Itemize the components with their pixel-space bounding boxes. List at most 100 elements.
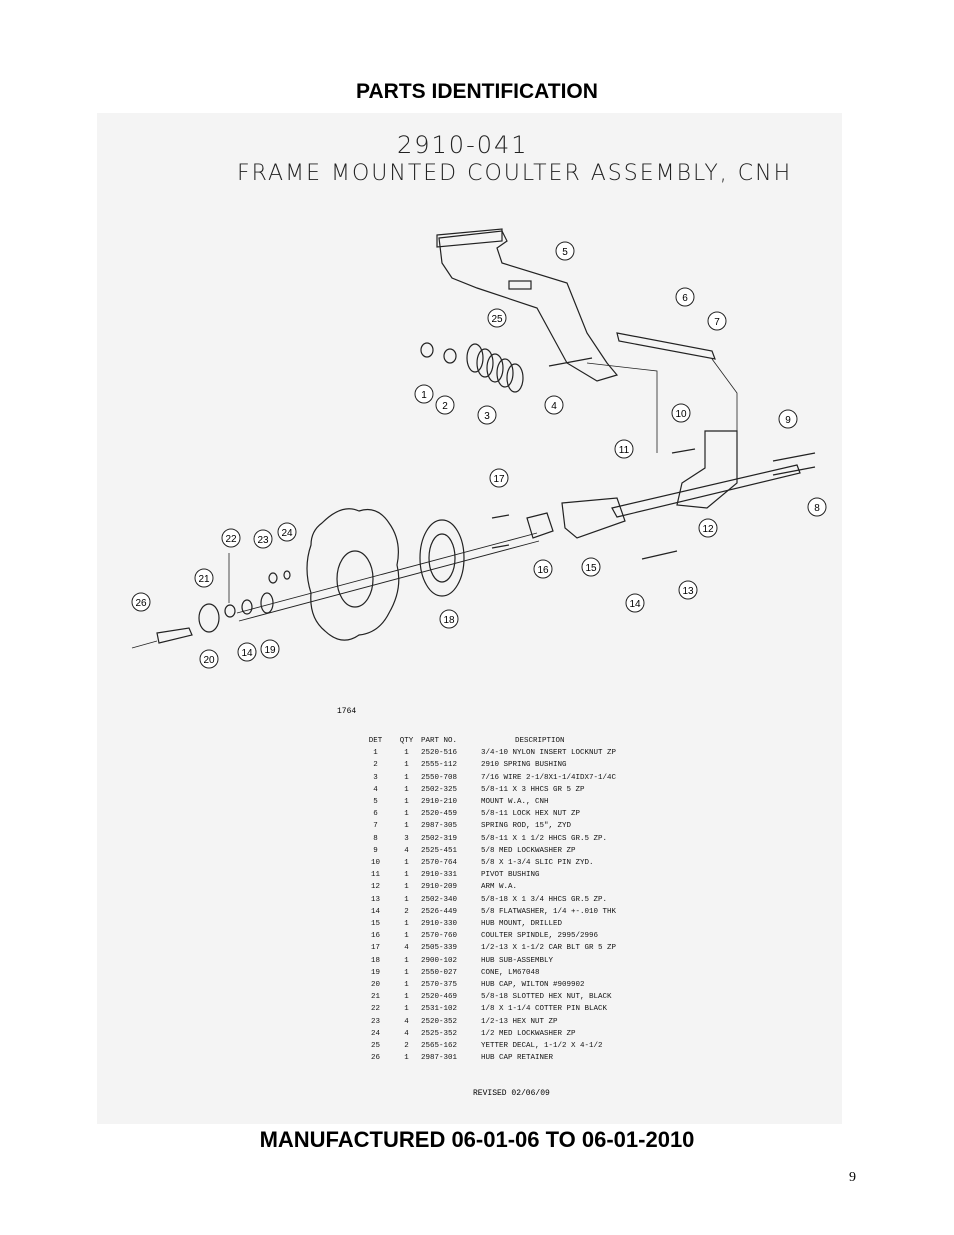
table-cell: 1 (404, 1005, 409, 1014)
bolt (491, 514, 510, 519)
callout-12: 12 (698, 518, 718, 538)
table-cell: 2565-162 (421, 1042, 458, 1051)
callout-3: 3 (477, 405, 497, 425)
svg-text:14: 14 (241, 648, 253, 659)
table-cell: 2910-330 (421, 920, 458, 929)
svg-text:25: 25 (491, 314, 503, 325)
table-cell: 4 (404, 944, 409, 953)
table-cell: 16 (370, 932, 380, 941)
manufacture-date-range: MANUFACTURED 06-01-06 TO 06-01-2010 (259, 1127, 695, 1152)
table-cell: 20 (370, 981, 380, 990)
table-cell: 2525-352 (421, 1029, 458, 1038)
table-cell: HUB SUB-ASSEMBLY (481, 956, 554, 965)
spring-bushing (443, 348, 457, 364)
table-cell: 25 (370, 1042, 380, 1051)
table-cell: 9 (373, 846, 378, 855)
table-cell: 1 (404, 993, 409, 1002)
spindle-shaft (238, 540, 540, 622)
svg-text:18: 18 (443, 615, 455, 626)
table-cell: 1 (404, 822, 409, 831)
svg-text:16: 16 (537, 565, 549, 576)
table-cell: YETTER DECAL, 1-1/2 X 4-1/2 (481, 1042, 603, 1051)
svg-text:24: 24 (281, 528, 293, 539)
callout-9: 9 (778, 409, 798, 429)
arm (676, 430, 738, 509)
callout-16: 16 (533, 559, 553, 579)
table-cell: 1 (404, 749, 409, 758)
table-cell: 2502-319 (421, 834, 458, 843)
table-cell: 3/4-10 NYLON INSERT LOCKNUT ZP (481, 749, 617, 758)
page-number: 9 (849, 1170, 856, 1185)
column-header: QTY (399, 737, 414, 745)
callout-25: 25 (487, 308, 507, 328)
bolt (641, 550, 678, 560)
table-cell: 10 (370, 859, 380, 868)
table-cell: 5/8-11 X 3 HHCS GR 5 ZP (481, 785, 585, 794)
table-cell: ARM W.A. (481, 883, 518, 892)
svg-text:13: 13 (682, 586, 694, 597)
table-cell: 24 (370, 1029, 380, 1038)
table-cell: PIVOT BUSHING (481, 871, 540, 880)
hex-nut (268, 572, 278, 584)
bolt (772, 452, 816, 462)
svg-text:26: 26 (135, 598, 147, 609)
callout-18: 18 (439, 609, 459, 629)
arm-bar (611, 464, 801, 518)
svg-text:22: 22 (225, 534, 237, 545)
table-cell: HUB CAP RETAINER (481, 1054, 554, 1063)
callout-21: 21 (194, 568, 214, 588)
callout-14: 14 (625, 593, 645, 613)
table-cell: 2 (373, 761, 378, 770)
drawing-title: FRAME MOUNTED COULTER ASSEMBLY, CNH (237, 161, 793, 186)
spring (466, 343, 524, 393)
callouts: 1 2 3 4 5 6 7 8 9 10 11 12 13 14 15 16 1… (131, 241, 827, 669)
spring-rod (616, 332, 716, 360)
table-cell: 4 (373, 785, 378, 794)
table-cell: 1 (404, 920, 409, 929)
table-cell: 2910-331 (421, 871, 458, 880)
table-cell: 15 (370, 920, 380, 929)
svg-text:14: 14 (629, 599, 641, 610)
slotted-nut (224, 604, 236, 618)
locknut (420, 342, 434, 358)
table-cell: 1 (404, 785, 409, 794)
table-cell: 1 (404, 895, 409, 904)
table-cell: 5/8-11 X 1 1/2 HHCS GR.5 ZP. (481, 834, 608, 843)
callout-7: 7 (707, 311, 727, 331)
table-cell: 5/8-18 X 1 3/4 HHCS GR.5 ZP. (481, 895, 608, 904)
callout-17: 17 (489, 468, 509, 488)
callout-2: 2 (435, 395, 455, 415)
mount-bracket-plate (436, 228, 503, 248)
callout-20: 20 (199, 649, 219, 669)
callout-6: 6 (675, 287, 695, 307)
table-cell: 1/2-13 X 1-1/2 CAR BLT GR 5 ZP (481, 944, 617, 953)
callout-15: 15 (581, 557, 601, 577)
table-cell: COULTER SPINDLE, 2995/2996 (481, 932, 599, 941)
table-cell: 13 (370, 895, 380, 904)
table-cell: HUB CAP, WILTON #909902 (481, 981, 585, 990)
table-cell: 2525-451 (421, 846, 458, 855)
table-cell: 2987-305 (421, 822, 458, 831)
lockwasher (283, 570, 291, 580)
table-cell: 5/8 FLATWASHER, 1/4 +-.010 THK (481, 907, 617, 916)
frame-line (586, 362, 658, 453)
table-cell: 18 (370, 956, 380, 965)
svg-text:5: 5 (562, 247, 568, 258)
table-cell: 2570-760 (421, 932, 458, 941)
table-cell: 2505-339 (421, 944, 458, 953)
callout-24: 24 (277, 522, 297, 542)
callout-11: 11 (614, 439, 634, 459)
table-cell: 2520-469 (421, 993, 458, 1002)
table-cell: 2550-708 (421, 773, 458, 782)
spindle-shaft (236, 532, 538, 614)
svg-text:19: 19 (264, 645, 276, 656)
